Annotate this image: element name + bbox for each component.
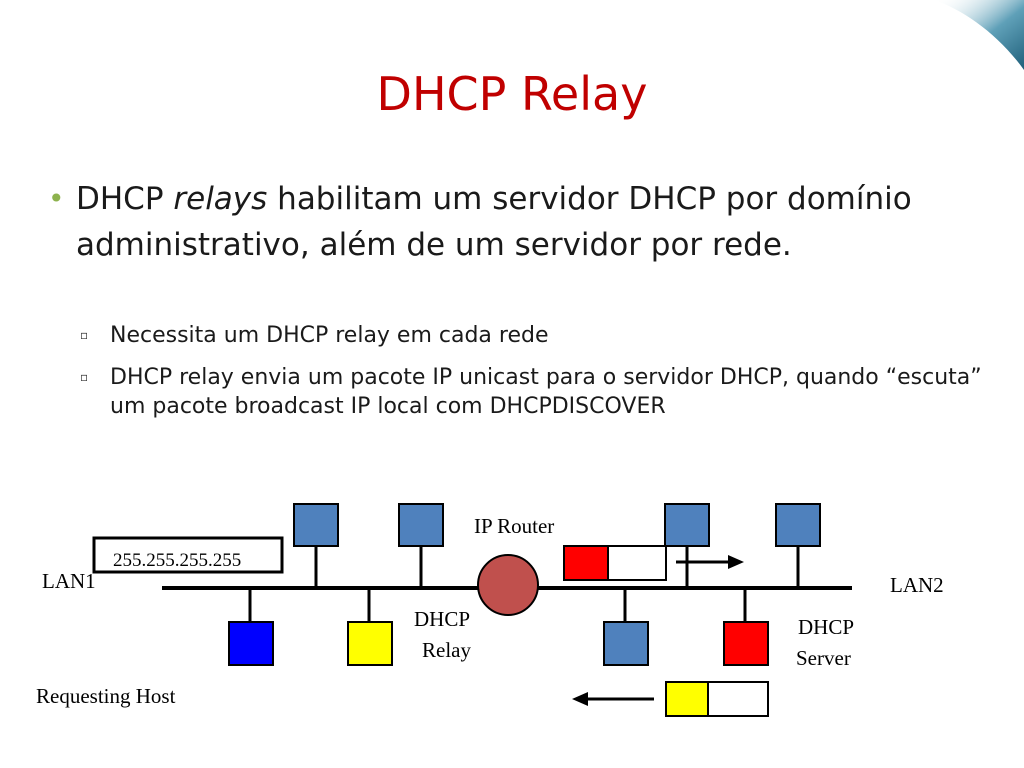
reply-packet-header — [665, 681, 709, 717]
arrow-right-head-icon — [728, 555, 744, 569]
arrow-left-head-icon — [572, 692, 588, 706]
bullet-main-italic: relays — [173, 181, 268, 217]
dhcp-relay-node — [347, 621, 393, 666]
sub-bullet-square-icon: ▫ — [80, 328, 89, 342]
host-node — [293, 503, 339, 547]
dhcp-server-label-line2: Server — [796, 646, 851, 670]
slide-title: DHCP Relay — [376, 67, 648, 121]
bullet-dot-icon: • — [48, 182, 65, 215]
host-node — [775, 503, 821, 547]
lan2-label: LAN2 — [890, 573, 944, 597]
sub-bullet-relay-unicast: ▫ DHCP relay envia um pacote IP unicast … — [80, 363, 1000, 421]
host-node — [398, 503, 444, 547]
reply-packet-body — [707, 681, 769, 717]
unicast-packet-body — [607, 545, 667, 581]
lan1-label: LAN1 — [42, 569, 96, 593]
broadcast-packet — [92, 536, 284, 574]
host-node — [664, 503, 710, 547]
requesting-host-node — [228, 621, 274, 666]
sub-bullet-relay-per-network: ▫ Necessita um DHCP relay em cada rede — [80, 321, 1000, 350]
dhcp-relay-label-line1: DHCP — [414, 607, 470, 631]
sub-bullet-text: Necessita um DHCP relay em cada rede — [110, 323, 549, 348]
bullet-main-post: habilitam um servidor DHCP por domínio a… — [76, 181, 912, 263]
requesting-host-label: Requesting Host — [36, 684, 176, 708]
unicast-packet-header — [563, 545, 609, 581]
dhcp-relay-label-line2: Relay — [422, 638, 471, 662]
dhcp-server-node — [723, 621, 769, 666]
corner-decoration — [934, 0, 1024, 70]
bullet-main-text: DHCP relays habilitam um servidor DHCP p… — [76, 176, 948, 268]
bullet-main: • DHCP relays habilitam um servidor DHCP… — [48, 176, 948, 268]
dhcp-server-label-line1: DHCP — [798, 615, 854, 639]
broadcast-address-label: 255.255.255.255 — [113, 550, 241, 571]
host-node — [603, 621, 649, 666]
sub-bullet-square-icon: ▫ — [80, 370, 89, 384]
ip-router-node — [477, 554, 539, 616]
bullet-main-pre: DHCP — [76, 181, 174, 217]
ip-router-label: IP Router — [474, 514, 554, 538]
sub-bullet-text: DHCP relay envia um pacote IP unicast pa… — [110, 365, 982, 419]
